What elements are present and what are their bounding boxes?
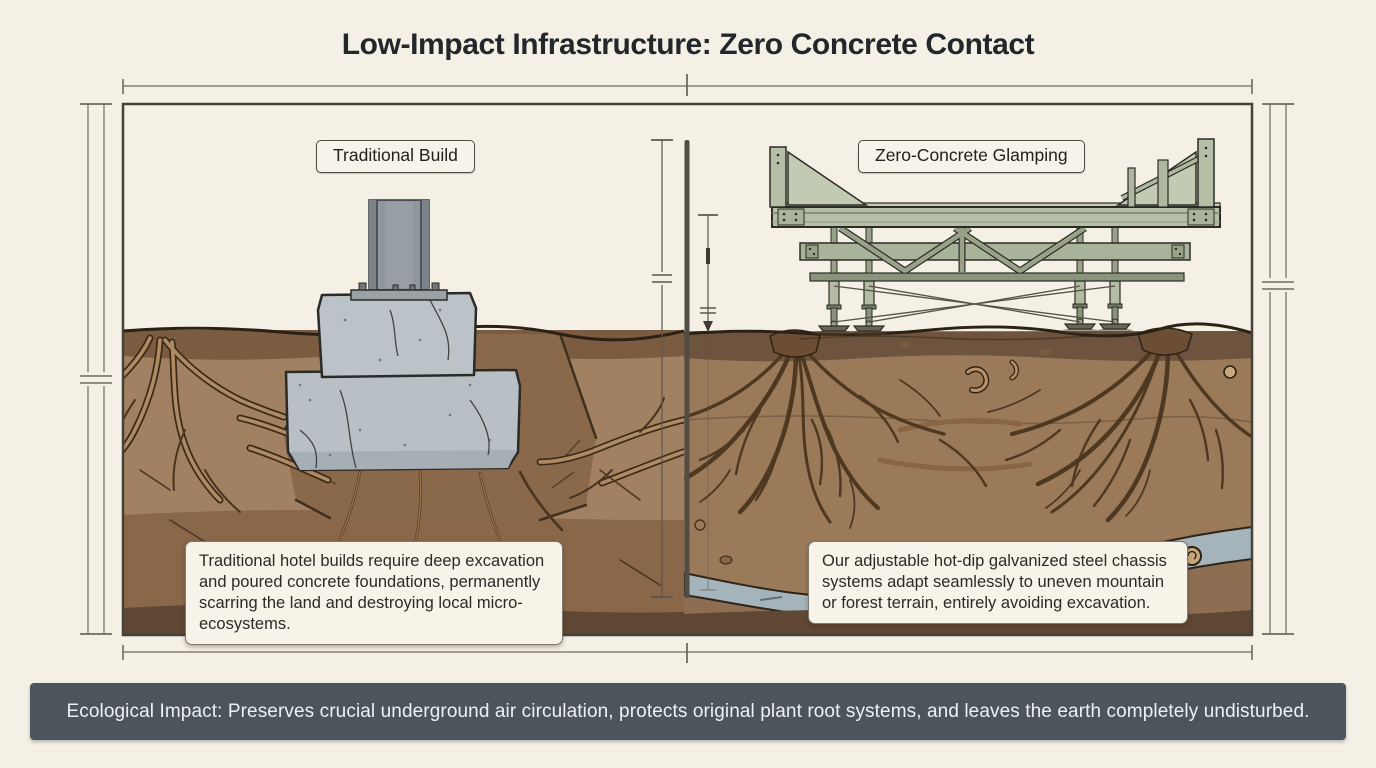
bracing-cables [833, 285, 1116, 323]
severed-roots [123, 334, 684, 614]
intact-root-network [684, 343, 1252, 529]
caption-traditional: Traditional hotel builds require deep ex… [185, 541, 563, 646]
technical-dimension-lines [78, 74, 1298, 663]
ecological-impact-text: Ecological Impact: Preserves crucial und… [66, 700, 1310, 722]
section-divider-bar [684, 140, 690, 598]
adjustable-legs [817, 280, 1132, 332]
label-traditional-build: Traditional Build [316, 140, 475, 173]
concrete-foundation [284, 291, 522, 472]
caption-glamping: Our adjustable hot-dip galvanized steel … [808, 541, 1188, 625]
steel-column [350, 199, 448, 301]
page-title: Low-Impact Infrastructure: Zero Concrete… [341, 28, 1035, 61]
steel-chassis [769, 138, 1221, 336]
ecological-impact-banner: Ecological Impact: Preserves crucial und… [30, 683, 1346, 740]
label-zero-concrete-glamping: Zero-Concrete Glamping [858, 140, 1085, 173]
